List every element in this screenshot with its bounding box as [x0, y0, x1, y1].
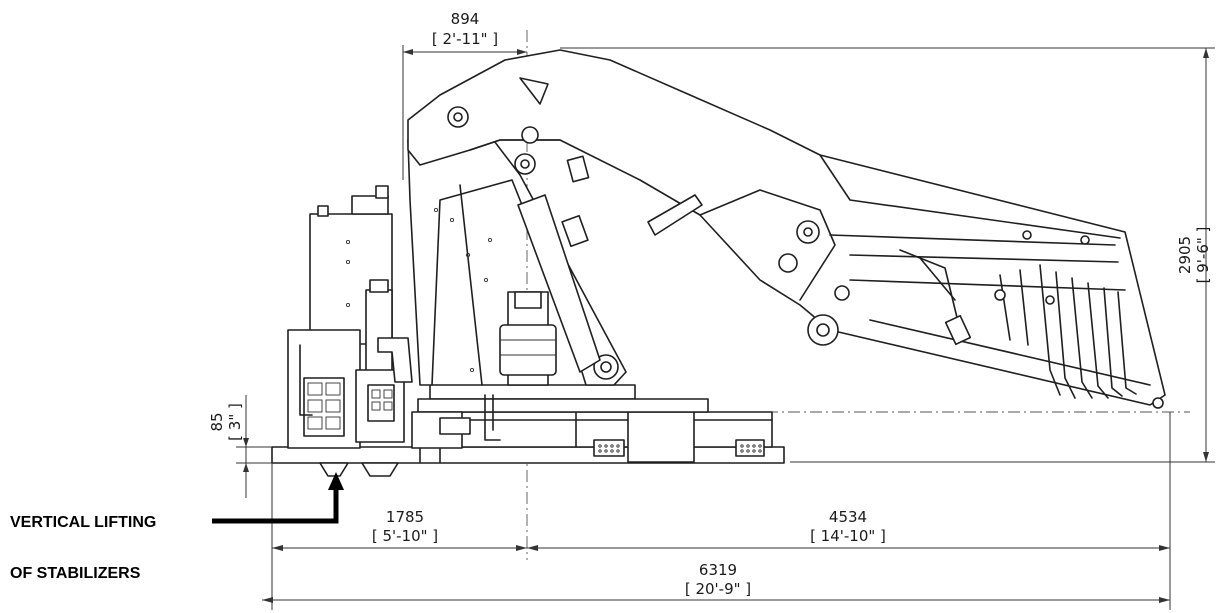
dim-right-span-mm: 4534: [829, 508, 867, 526]
slewing-base: [417, 291, 709, 413]
up-arrow-icon: [328, 472, 344, 490]
dim-top-offset-ftin: [ 2'-11" ]: [432, 30, 498, 48]
stabilizer-lift-callout: VERTICAL LIFTING OF STABILIZERS: [10, 472, 344, 582]
hydraulic-lines: [299, 344, 501, 463]
dim-top-offset-mm: 894: [451, 10, 480, 28]
stabilizer-leg: [319, 279, 413, 477]
boom-extensions: [899, 230, 1137, 399]
main-boom: [407, 49, 1166, 409]
dim-total-length-ftin: [ 20'-9" ]: [685, 580, 751, 598]
dim-base-height-ftin: [ 3" ]: [226, 403, 244, 441]
dim-left-span-ftin: [ 5'-10" ]: [372, 527, 438, 545]
stabilizer-foot-right: [361, 462, 399, 477]
stabilizer-foot-left: [319, 462, 349, 477]
dimension-top-offset: 894 [ 2'-11" ]: [402, 10, 527, 180]
dim-height-mm: 2905: [1176, 236, 1194, 274]
dim-left-span-mm: 1785: [386, 508, 424, 526]
lift-cylinder: [517, 155, 703, 373]
frame-vent-left: [593, 439, 625, 457]
dim-right-span-ftin: [ 14'-10" ]: [810, 527, 886, 545]
callout-line-1: VERTICAL LIFTING: [10, 514, 156, 531]
callout-line-2: OF STABILIZERS: [10, 565, 141, 582]
dim-base-height-mm: 85: [208, 412, 226, 431]
dimension-bottom-spans: 1785 [ 5'-10" ] 4534 [ 14'-10" ] 6319 [ …: [262, 412, 1171, 610]
dim-height-ftin: [ 9'-6" ]: [1194, 227, 1212, 284]
dimension-base-height: 85 [ 3" ]: [208, 395, 272, 498]
dimension-height: 2905 [ 9'-6" ]: [560, 47, 1215, 463]
frame-vent-right: [735, 439, 765, 457]
dim-total-length-mm: 6319: [699, 561, 737, 579]
